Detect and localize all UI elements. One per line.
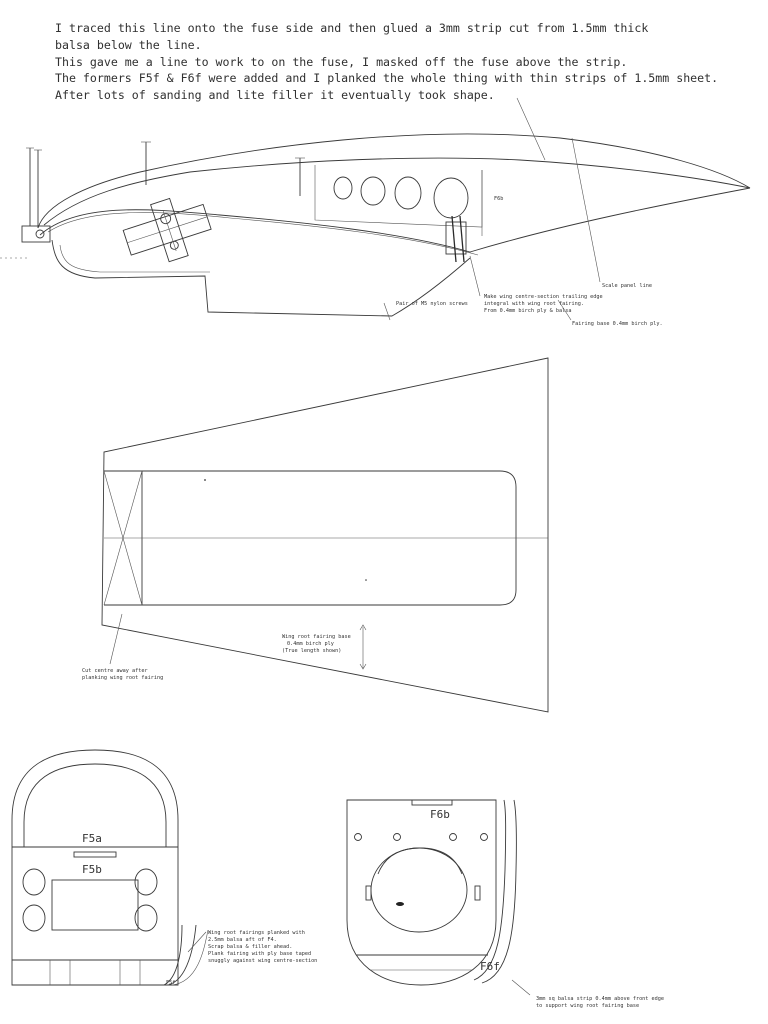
dimension-arrow-head: [359, 663, 367, 670]
intro-line: balsa below the line.: [55, 37, 202, 52]
intro-line: I traced this line onto the fuse side an…: [55, 21, 649, 35]
dot-mark: [365, 579, 367, 581]
f5a-label: F5a: [82, 832, 102, 845]
intro-line: The formers F5f & F6f were added and I p…: [55, 71, 719, 86]
f5-note: snuggly against wing centre-section: [208, 958, 317, 964]
f6-slot: [365, 885, 372, 901]
f5-lightening-hole: [22, 904, 46, 932]
former-f6: F6b F6f 3mm sq balsa strip 0.4mm above f…: [346, 799, 664, 1009]
f6-hole: [393, 833, 401, 841]
f5f-label: F5f: [166, 980, 175, 986]
f5-lightening-hole: [134, 904, 158, 932]
leader-line: [187, 931, 207, 953]
f5-outer: [11, 749, 179, 986]
screws-label: Pair of M5 nylon screws: [396, 301, 468, 307]
dot-mark: [204, 479, 206, 481]
f6-slot: [474, 885, 481, 901]
f6f-fillet: [481, 799, 517, 984]
f6-hole: [480, 833, 488, 841]
base-note: (True length shown): [282, 648, 341, 654]
fuselage-belly-inner: [59, 244, 210, 273]
fuselage-belly: [51, 239, 471, 317]
trailing-edge-note: integral with wing root fairing.: [484, 301, 584, 307]
trailing-edge-note: Make wing centre-section trailing edge: [484, 294, 603, 300]
trailing-edge-note: From 0.4mm birch ply & balsa: [484, 308, 571, 314]
hull-panel: [314, 165, 483, 228]
f6f-fillet: [473, 799, 507, 981]
fuselage-lower-line-inner: [47, 212, 479, 256]
leader-line: [469, 255, 481, 297]
f5-lightening-hole: [134, 868, 158, 896]
nose-bolt: [35, 229, 45, 239]
fuselage-top-line: [37, 133, 751, 229]
porthole: [433, 177, 469, 219]
f6-note: 3mm sq balsa strip 0.4mm above front edg…: [536, 996, 664, 1002]
f6-opening-edge: [377, 847, 463, 875]
intro-line: After lots of sanding and lite filler it…: [55, 88, 495, 103]
f5f-fillet: [163, 924, 183, 986]
nylon-screw: [451, 215, 457, 263]
f6-mark: [396, 902, 404, 906]
scale-panel-label: Scale panel line: [602, 283, 652, 289]
f6b-label: F6b: [430, 808, 450, 821]
f5-note: Plank fairing with ply base taped: [208, 951, 311, 957]
traced-line: [43, 157, 751, 226]
cut-note: planking wing root fairing: [82, 675, 163, 681]
cutout-outline: [104, 470, 517, 606]
leader-line: [109, 613, 123, 665]
f5-slot: [73, 851, 117, 858]
f5-note: Scrap balsa & filler ahead.: [208, 944, 292, 950]
nylon-screw: [459, 215, 465, 263]
f5-lightening-hole: [22, 868, 46, 896]
f5b-label: F5b: [82, 863, 102, 876]
f5f-fillet: [167, 924, 197, 986]
f5-note: Wing root fairings planked with: [208, 930, 305, 936]
f6-outer: [346, 799, 497, 986]
f5-note: 2.5mm balsa aft of F4.: [208, 937, 277, 943]
intro-line: This gave me a line to work to on the fu…: [55, 54, 628, 69]
porthole: [360, 176, 386, 206]
f6-hole: [354, 833, 362, 841]
fuselage-lower-line: [39, 187, 751, 253]
trailing-edge-block: [445, 221, 467, 255]
leader-line: [516, 97, 546, 161]
f6-note: to support wing root fairing base: [536, 1003, 639, 1009]
intro-text: I traced this line onto the fuse side an…: [55, 20, 760, 104]
former-f5: F5a F5b F5f Wing root fairings planked w…: [11, 749, 317, 986]
dimension-arrow-head: [359, 624, 367, 631]
base-note: 0.4mm birch ply: [287, 641, 334, 647]
porthole: [394, 176, 422, 210]
base-note: Wing root fairing base: [282, 634, 351, 640]
cut-note: Cut centre away after: [82, 668, 148, 674]
f5f-fillet: [171, 929, 209, 986]
former-label: F6b: [494, 196, 503, 202]
leader-line: [511, 979, 531, 996]
f6-opening: [370, 847, 468, 933]
leader-line: [557, 299, 572, 321]
nose-block: [21, 225, 51, 243]
f6-hole: [449, 833, 457, 841]
fuselage-side-view: F6b Scale panel line Pair of M5 nylon sc…: [0, 97, 751, 327]
fairing-base-plan: Wing root fairing base 0.4mm birch ply (…: [82, 357, 549, 713]
f5-inner: [23, 763, 167, 848]
fairing-base-outline: [101, 357, 549, 713]
f6-slot: [411, 799, 453, 806]
leader-line: [571, 137, 601, 283]
wing-mount: [122, 197, 212, 263]
fairing-base-label: Fairing base 0.4mm birch ply.: [572, 321, 663, 327]
f5-opening: [51, 879, 139, 931]
f6f-label: F6f: [480, 960, 500, 973]
porthole: [333, 176, 353, 200]
leader-line: [383, 302, 391, 321]
